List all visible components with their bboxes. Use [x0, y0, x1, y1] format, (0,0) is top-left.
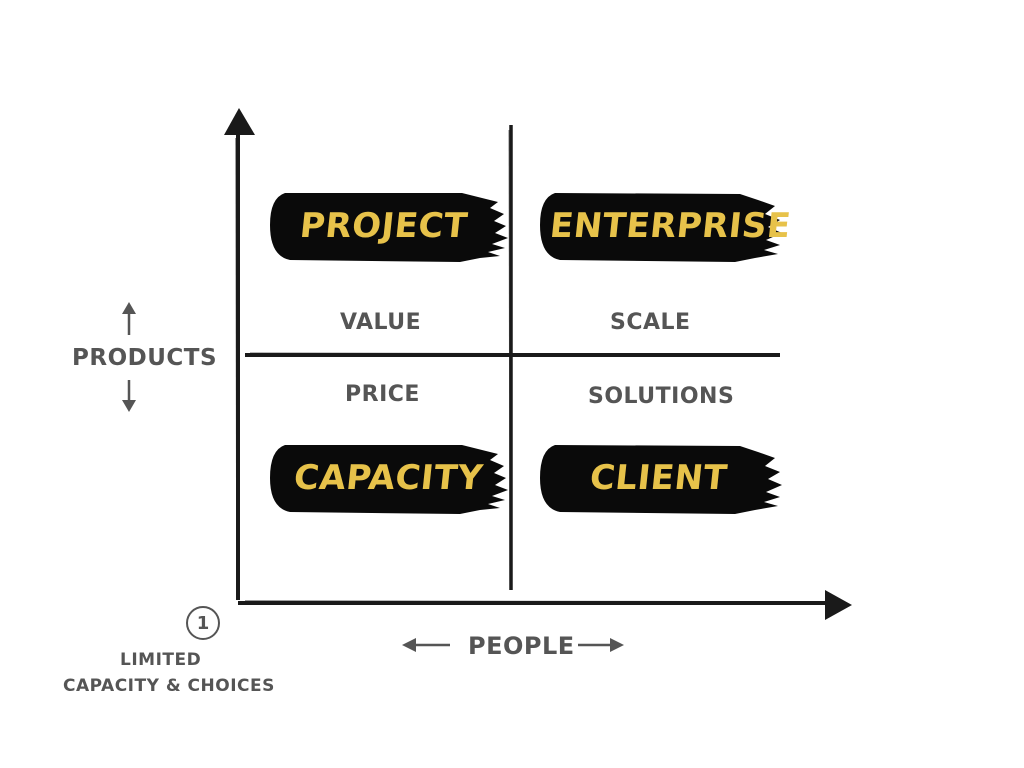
x-axis — [238, 590, 852, 620]
quadrant-label-project: PROJECT — [297, 206, 470, 246]
y-axis-arrowhead-icon — [224, 108, 255, 135]
arrow-right-icon — [578, 638, 624, 652]
quadrant-label-enterprise: ENTERPRISE — [547, 206, 793, 246]
x-axis-arrowhead-icon — [825, 590, 852, 620]
origin-label-line2: CAPACITY & CHOICES — [63, 676, 275, 696]
sublabel-value: VALUE — [340, 310, 422, 335]
arrow-left-icon — [402, 638, 450, 652]
origin-number: 1 — [196, 612, 210, 634]
arrow-down-icon — [122, 380, 136, 412]
brush-stroke-capacity — [270, 445, 508, 514]
brush-stroke-enterprise — [540, 193, 782, 262]
arrow-up-icon — [122, 302, 136, 335]
origin-number-badge: 1 — [186, 606, 220, 640]
x-axis-label: PEOPLE — [468, 632, 575, 660]
horizontal-divider — [245, 352, 780, 357]
brush-stroke-client — [540, 445, 782, 514]
vertical-divider — [508, 125, 513, 590]
sublabel-price: PRICE — [345, 382, 420, 407]
y-axis-label: PRODUCTS — [72, 345, 218, 371]
sublabel-scale: SCALE — [610, 310, 691, 335]
quadrant-label-client: CLIENT — [587, 458, 730, 498]
brush-stroke-project — [270, 193, 508, 262]
y-axis — [224, 108, 255, 600]
sublabel-solutions: SOLUTIONS — [588, 384, 735, 409]
quadrant-label-capacity: CAPACITY — [291, 458, 485, 498]
origin-label-line1: LIMITED — [120, 650, 202, 670]
